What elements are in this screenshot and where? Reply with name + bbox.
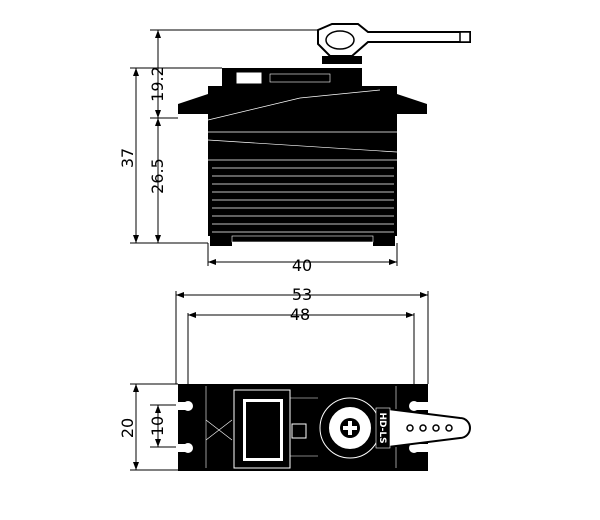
mounting-flanges-side [178,94,427,114]
side-extension-lines [130,29,398,266]
horn-arm-top [379,406,471,450]
side-dimension-lines [135,30,397,263]
top-detail-lines [205,386,397,468]
case-window [233,389,291,469]
side-view: 37 19.2 26.5 40 [118,23,471,275]
output-spline [319,397,381,459]
mounting-slots-right [409,401,428,453]
top-view: HD-LS 53 48 20 10 [118,285,471,471]
dim-upper-height: 19.2 [148,66,167,102]
case-feet [210,234,395,246]
dim-body-height: 26.5 [148,158,167,194]
servo-top-cap [222,68,362,88]
dim-hole-offset: 10 [148,416,167,436]
dim-mount-width: 53 [292,285,312,304]
model-label: HD-LS [377,412,387,443]
model-label-plate: HD-LS [375,407,391,449]
dim-hole-spacing: 48 [290,305,310,324]
servo-case-side [208,86,397,236]
case-detail-lines [207,89,398,161]
case-fins [212,167,394,233]
side-dimension-arrows [133,30,397,265]
dim-body-width: 40 [292,256,312,275]
small-boss [291,423,307,439]
dim-total-height: 37 [118,148,137,168]
top-dimension-arrows [133,292,428,470]
dim-body-depth: 20 [118,418,137,438]
mounting-slots-left [176,401,193,453]
horn-side [317,23,471,64]
